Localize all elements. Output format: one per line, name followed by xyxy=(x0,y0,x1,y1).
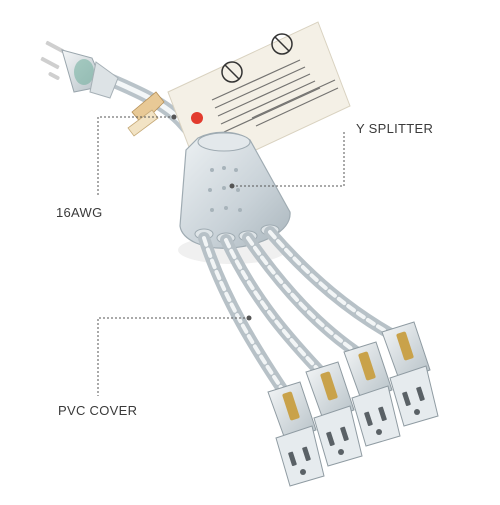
callout-leader-splitter xyxy=(229,130,345,189)
callout-leader-pvc xyxy=(97,315,252,396)
plug xyxy=(40,40,119,99)
outlet-head-3 xyxy=(343,341,401,447)
branch-cord-3 xyxy=(242,232,368,362)
callout-leader-awg xyxy=(97,114,177,196)
pvc-cover-label: PVC COVER xyxy=(58,403,138,418)
outlet-head-1 xyxy=(267,381,325,487)
warning-pictogram-icon xyxy=(221,33,293,83)
outlet-head-2 xyxy=(305,361,363,467)
branch-cord-1 xyxy=(198,232,294,404)
branch-cords xyxy=(198,226,404,404)
y-splitter-label: Y SPLITTER xyxy=(356,121,434,136)
branch-cord-2 xyxy=(220,234,332,384)
branch-cord-4 xyxy=(264,226,404,344)
cable-tie xyxy=(127,91,165,137)
awg-label: 16AWG xyxy=(56,205,103,220)
outlet-head-4 xyxy=(381,321,439,427)
